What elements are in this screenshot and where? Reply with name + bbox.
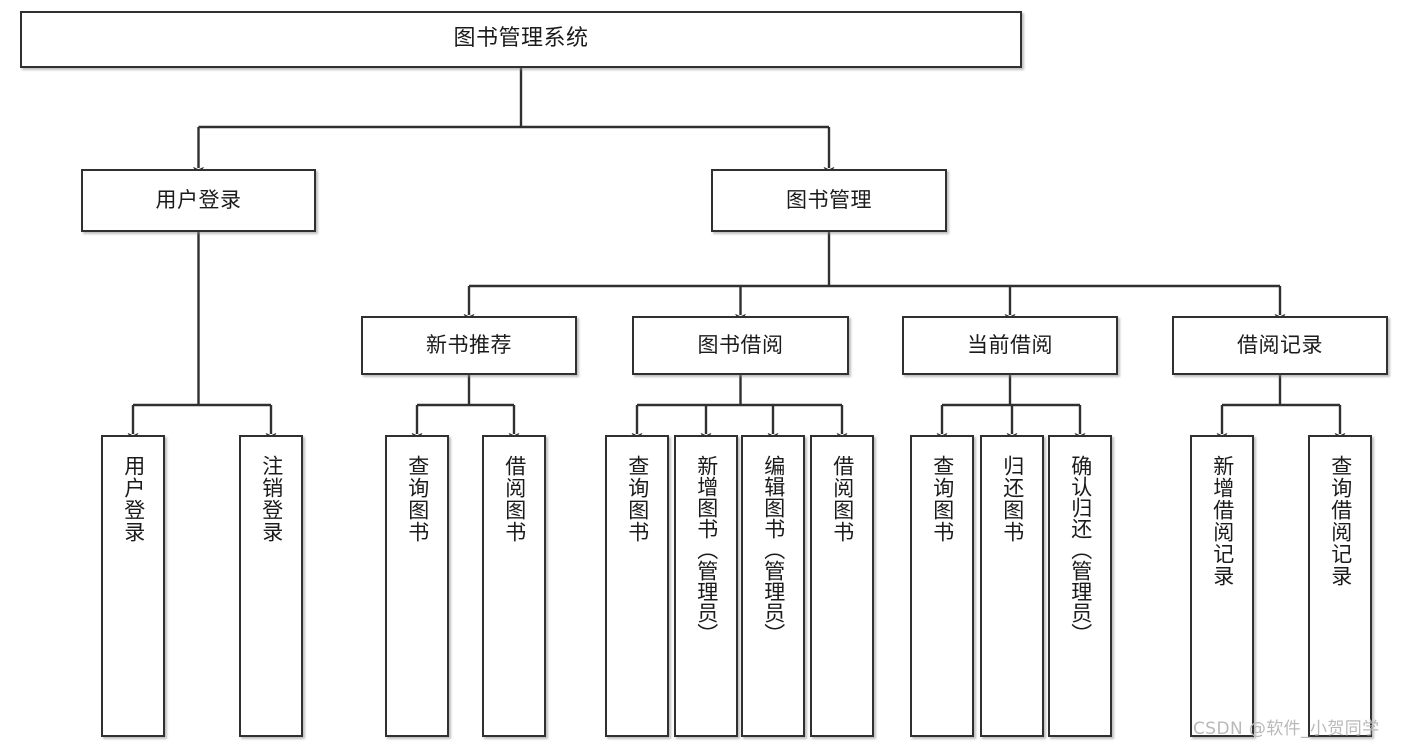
- node-label: 注销登录: [259, 455, 284, 543]
- node-n-borrow-record: 借阅记录: [1172, 316, 1388, 375]
- node-label: 新增借阅记录: [1210, 455, 1235, 587]
- node-label: 归还图书: [1000, 455, 1025, 543]
- node-label: 编辑图书（管理员）: [761, 455, 786, 644]
- node-l-cb-return-book: 归还图书: [980, 435, 1044, 737]
- node-l-user-logout: 注销登录: [239, 435, 303, 737]
- node-l-br-add-record: 新增借阅记录: [1190, 435, 1254, 737]
- node-l-bb-edit-book: 编辑图书（管理员）: [741, 435, 805, 737]
- node-l-bb-add-book: 新增图书（管理员）: [674, 435, 738, 737]
- node-label: 图书管理: [786, 187, 872, 212]
- node-n-book-manage: 图书管理: [711, 169, 947, 232]
- node-label: 借阅记录: [1237, 332, 1323, 357]
- node-l-rec-query-book: 查询图书: [385, 435, 449, 737]
- node-label: 新书推荐: [426, 332, 512, 357]
- node-label: 借阅图书: [830, 455, 855, 543]
- node-root: 图书管理系统: [20, 11, 1022, 68]
- node-l-bb-borrow-book: 借阅图书: [810, 435, 874, 737]
- node-n-user-login: 用户登录: [81, 169, 316, 232]
- node-l-bb-query-book: 查询图书: [605, 435, 669, 737]
- node-n-book-borrow: 图书借阅: [632, 316, 849, 375]
- node-label: 新增图书（管理员）: [694, 455, 719, 644]
- node-n-current-borrow: 当前借阅: [902, 316, 1118, 375]
- node-l-cb-confirm-return: 确认归还（管理员）: [1048, 435, 1112, 737]
- node-label: 用户登录: [155, 187, 242, 212]
- node-l-rec-borrow-book: 借阅图书: [482, 435, 546, 737]
- node-l-user-login: 用户登录: [101, 435, 165, 737]
- node-label: 用户登录: [121, 455, 146, 543]
- node-label: 查询图书: [625, 455, 650, 543]
- node-label: 当前借阅: [967, 332, 1053, 357]
- node-label: 确认归还（管理员）: [1068, 455, 1093, 644]
- node-label: 借阅图书: [502, 455, 527, 543]
- node-label: 查询图书: [930, 455, 955, 543]
- node-l-cb-query-book: 查询图书: [910, 435, 974, 737]
- node-label: 图书管理系统: [453, 26, 589, 52]
- node-n-new-book-rec: 新书推荐: [361, 316, 577, 375]
- node-label: 图书借阅: [697, 332, 784, 357]
- node-label: 查询图书: [405, 455, 430, 543]
- node-l-br-query-record: 查询借阅记录: [1308, 435, 1372, 737]
- node-label: 查询借阅记录: [1328, 455, 1353, 587]
